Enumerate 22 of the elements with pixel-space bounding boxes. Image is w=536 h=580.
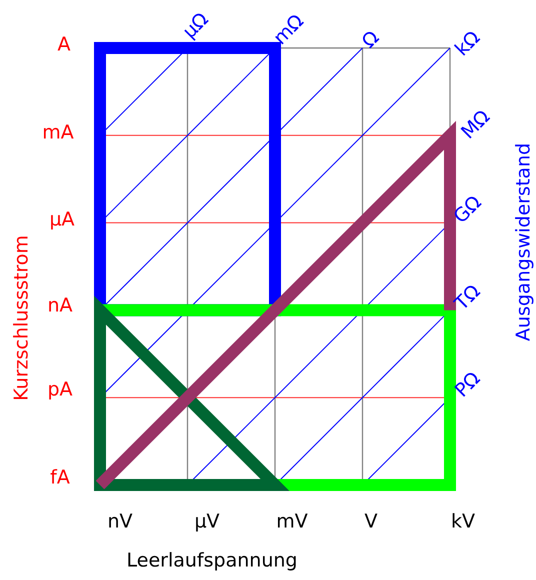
axis-tick-label: mV [276, 512, 308, 532]
axis-tick-label: Ω [359, 28, 383, 52]
axis-tick-label: fA [50, 468, 70, 488]
axis-title: Ausgangswiderstand [514, 142, 534, 342]
axis-title: Kurzschlussstrom [12, 235, 32, 401]
axis-tick-label: MΩ [458, 107, 494, 143]
axis-tick-label: TΩ [452, 282, 484, 314]
axis-tick-label: pA [47, 380, 73, 400]
axis-title: Leerlaufspannung [126, 552, 298, 570]
axis-tick-label: nA [47, 296, 73, 316]
axis-tick-label: GΩ [450, 192, 486, 228]
axis-tick-label: kV [451, 512, 475, 532]
axis-tick-label: μΩ [180, 10, 212, 42]
axis-tick-label: A [58, 36, 70, 54]
axis-tick-label: V [364, 512, 378, 532]
axis-tick-label: mΩ [270, 12, 308, 48]
axis-tick-label: μA [49, 210, 75, 230]
axis-tick-label: nV [107, 512, 133, 532]
axis-tick-label: kΩ [452, 28, 484, 60]
axis-tick-label: μV [194, 512, 220, 532]
axis-tick-label: PΩ [452, 369, 484, 401]
axis-tick-label: mA [42, 124, 74, 142]
